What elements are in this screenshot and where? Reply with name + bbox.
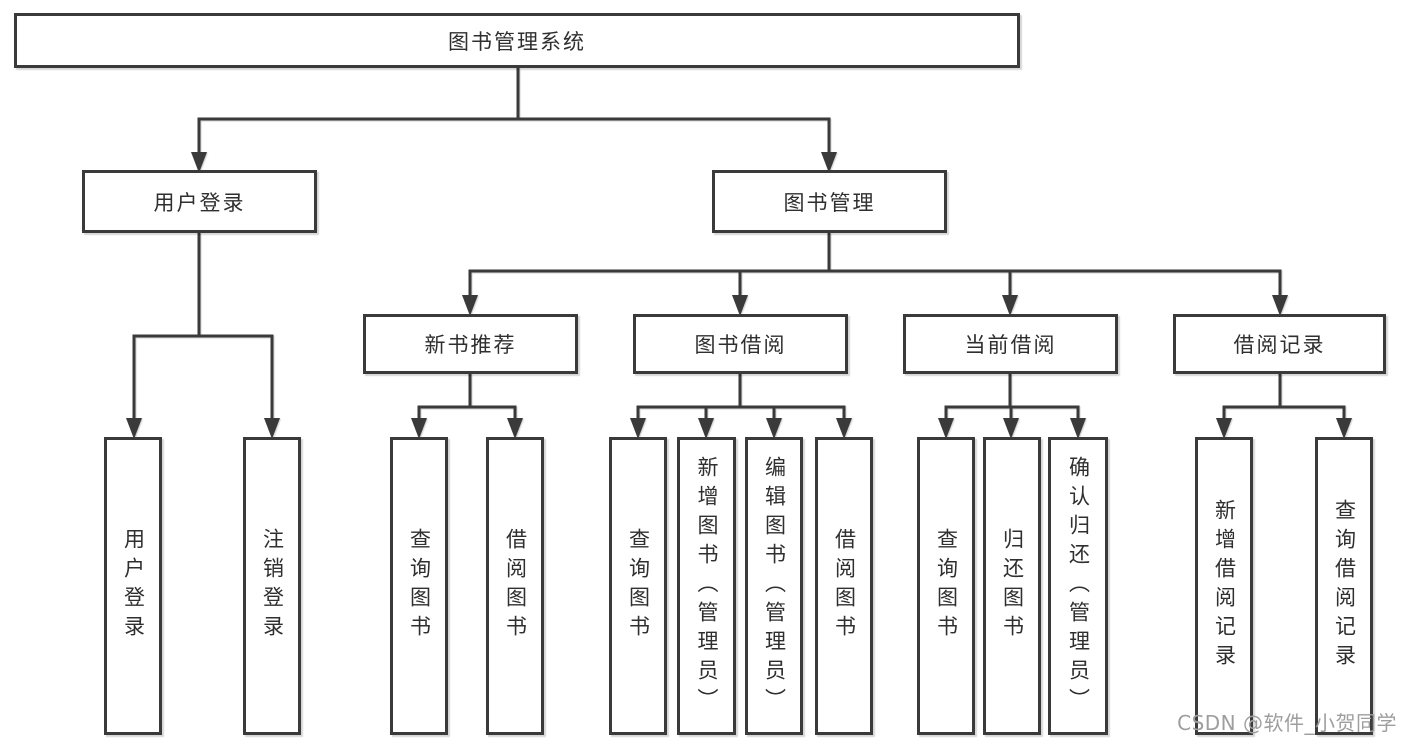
node-label: 编辑图书（管理员） — [762, 455, 787, 717]
node-label: 新增图书（管理员） — [695, 455, 719, 717]
node-label: 注销登录 — [260, 528, 285, 644]
node-new-book-recommendation: 新书推荐 — [363, 314, 578, 374]
node-label: 当前借阅 — [964, 333, 1057, 357]
node-label: 归还图书 — [1000, 528, 1025, 644]
node-label: 新书推荐 — [424, 333, 517, 357]
node-leaf-query-books-3: 查询图书 — [917, 437, 975, 735]
connector-book-borrow-children — [630, 374, 852, 439]
node-current-borrowing: 当前借阅 — [903, 314, 1118, 374]
node-label: 查询图书 — [934, 528, 959, 644]
node-label: 借阅图书 — [503, 528, 528, 644]
node-leaf-query-borrow-record: 查询借阅记录 — [1315, 437, 1373, 735]
connector-new-book-rec-children — [411, 374, 523, 439]
node-leaf-edit-book-admin: 编辑图书（管理员） — [745, 437, 803, 735]
node-borrowing-records: 借阅记录 — [1173, 314, 1386, 374]
node-leaf-return-books: 归还图书 — [983, 437, 1041, 735]
node-label: 借阅记录 — [1233, 333, 1326, 357]
node-leaf-query-books-1: 查询图书 — [390, 437, 448, 735]
node-leaf-add-book-admin: 新增图书（管理员） — [677, 437, 736, 735]
node-user-login: 用户登录 — [82, 170, 317, 233]
node-library-management-system: 图书管理系统 — [14, 13, 1020, 68]
node-label: 用户登录 — [153, 190, 246, 215]
node-label: 图书借阅 — [694, 333, 787, 357]
connector-book-mgmt-children — [462, 233, 1288, 316]
node-label: 查询图书 — [626, 528, 651, 644]
connector-root-to-level2 — [191, 68, 837, 173]
node-book-management: 图书管理 — [712, 170, 947, 233]
node-leaf-borrow-books-2: 借阅图书 — [815, 437, 873, 735]
node-leaf-user-login: 用户登录 — [104, 437, 162, 735]
watermark: CSDN @软件_小贺同学 — [1177, 711, 1397, 735]
node-label: 用户登录 — [121, 528, 146, 644]
node-label: 图书管理 — [783, 190, 876, 215]
connector-borrow-records-children — [1216, 374, 1352, 439]
node-label: 图书管理系统 — [448, 29, 586, 54]
node-label: 查询借阅记录 — [1332, 499, 1357, 673]
node-label: 确认归还（管理员） — [1066, 455, 1091, 717]
node-leaf-query-books-2: 查询图书 — [609, 437, 667, 735]
node-leaf-borrow-books-1: 借阅图书 — [486, 437, 544, 735]
connector-user-login-children — [126, 233, 280, 439]
connector-current-borrow-children — [938, 374, 1086, 439]
node-label: 查询图书 — [407, 528, 432, 644]
node-label: 借阅图书 — [832, 528, 857, 644]
node-leaf-add-borrow-record: 新增借阅记录 — [1195, 437, 1253, 735]
node-book-borrowing: 图书借阅 — [633, 314, 848, 374]
node-label: 新增借阅记录 — [1212, 499, 1237, 673]
node-leaf-confirm-return-admin: 确认归还（管理员） — [1048, 437, 1108, 735]
node-leaf-logout: 注销登录 — [243, 437, 301, 735]
